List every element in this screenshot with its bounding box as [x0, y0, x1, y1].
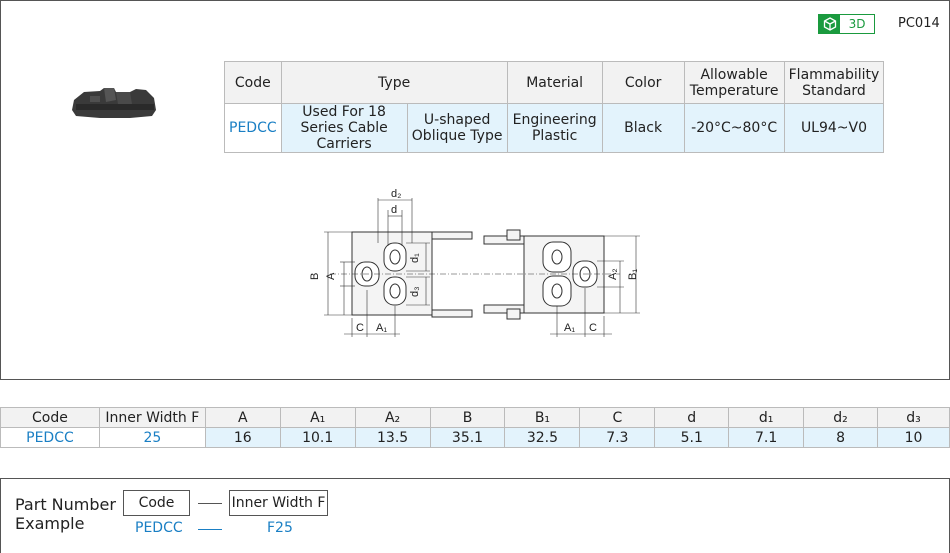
- spec-header-temperature: Allowable Temperature: [683, 61, 785, 104]
- 3d-view-button[interactable]: 3D: [818, 14, 875, 34]
- spec-type-1: Used For 18 Series Cable Carriers: [280, 103, 408, 153]
- series-code: PC014: [898, 16, 940, 31]
- 3d-label: 3D: [848, 17, 866, 31]
- spec-temperature: -20°C~80°C: [683, 103, 785, 153]
- label-B1: B₁: [627, 269, 639, 280]
- spec-header-code: Code: [224, 61, 282, 104]
- spec-header-flammability: Flammability Standard: [783, 61, 885, 104]
- part-number-example-width: F25: [267, 520, 293, 536]
- label-A2: A₂: [607, 268, 619, 280]
- label-C-left: C: [356, 322, 364, 334]
- dimensions-table: Code Inner Width F A A₁ A₂ B B₁ C d d₁ d…: [0, 407, 950, 448]
- dims-header-d1: d₁: [728, 407, 805, 428]
- product-image: [72, 88, 156, 118]
- dims-header-a1: A₁: [279, 407, 356, 428]
- part-number-example-code: PEDCC: [135, 520, 183, 536]
- spec-type-2: U-shaped Oblique Type: [406, 103, 508, 153]
- label-d3: d₃: [409, 286, 421, 297]
- dims-a2: 13.5: [354, 427, 431, 448]
- label-d1: d₁: [409, 253, 421, 263]
- dims-header-d2: d₂: [803, 407, 878, 428]
- dims-header-b1: B₁: [504, 407, 581, 428]
- part-number-width-box: Inner Width F: [229, 490, 328, 516]
- label-B: B: [309, 273, 321, 280]
- dims-d1: 7.1: [728, 427, 805, 448]
- part-number-separator: [198, 503, 222, 504]
- label-A: A: [325, 272, 337, 280]
- dims-d3: 10: [877, 427, 950, 448]
- dims-header-d: d: [654, 407, 730, 428]
- dims-header-c: C: [579, 407, 656, 428]
- dims-b1: 32.5: [504, 427, 581, 448]
- spec-material: Engineering Plastic: [506, 103, 603, 153]
- part-number-label: Part Number Example: [15, 495, 116, 533]
- spec-header-color: Color: [601, 61, 685, 104]
- dims-header-inner-width: Inner Width F: [98, 407, 206, 428]
- dims-a: 16: [204, 427, 281, 448]
- label-d2: d₂: [391, 188, 401, 200]
- dims-header-a: A: [204, 407, 281, 428]
- part-number-example-separator: [198, 529, 222, 530]
- dims-header-d3: d₃: [877, 407, 950, 428]
- dims-d2: 8: [803, 427, 878, 448]
- spec-code-link[interactable]: PEDCC: [224, 103, 282, 153]
- dims-header-b: B: [429, 407, 506, 428]
- dims-d: 5.1: [654, 427, 730, 448]
- technical-drawing: d₂ d d₁ d₃ B A C A₁ A₁ C A₂ B₁: [309, 188, 640, 337]
- label-A1-left: A₁: [376, 322, 387, 334]
- dims-inner-width: 25: [98, 427, 206, 448]
- part-number-code-box: Code: [123, 490, 190, 516]
- spec-table: Code Type Material Color Allowable Tempe…: [224, 61, 885, 153]
- spec-header-material: Material: [506, 61, 603, 104]
- dims-a1: 10.1: [279, 427, 356, 448]
- dims-header-code: Code: [0, 407, 100, 428]
- spec-color: Black: [601, 103, 685, 153]
- dims-code-link[interactable]: PEDCC: [0, 427, 100, 448]
- dims-c: 7.3: [579, 427, 656, 448]
- dims-header-a2: A₂: [354, 407, 431, 428]
- label-d: d: [391, 204, 397, 216]
- spec-flammability: UL94~V0: [783, 103, 885, 153]
- cube-icon: [819, 15, 840, 33]
- label-A1-right: A₁: [564, 322, 575, 334]
- dims-b: 35.1: [429, 427, 506, 448]
- spec-header-type: Type: [280, 61, 508, 104]
- label-C-right: C: [589, 322, 597, 334]
